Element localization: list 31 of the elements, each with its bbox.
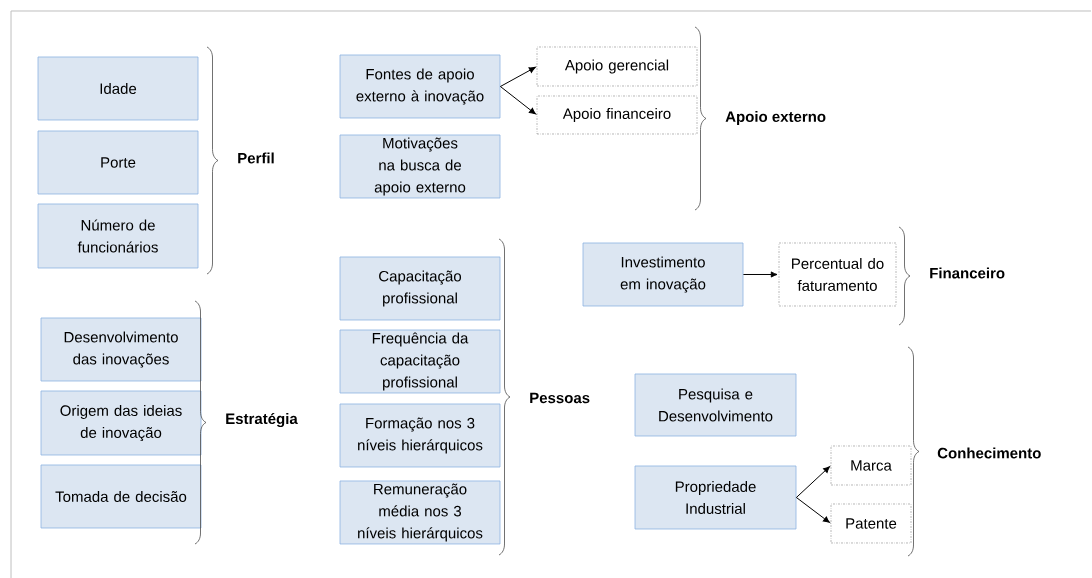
arrow [795,466,830,498]
dashed-box: Apoio financeiro [536,95,698,135]
arrow [499,66,536,87]
process-box: Motivações na busca de apoio externo [339,134,501,199]
process-box: Frequência da capacitação profissional [339,329,501,394]
dashed-box: Patente [830,503,912,544]
group-label: Perfil [238,152,274,164]
process-box: Idade [37,56,199,121]
dashed-box: Marca [830,445,912,486]
group-label: Apoio externo [725,111,826,125]
process-box: Desenvolvimento das inovações [40,317,202,382]
process-box: Tomada de decisão [40,464,202,529]
process-box: Formação nos 3 níveis hierárquicos [339,403,501,468]
process-box: Investimento em inovação [582,242,744,307]
group-label: Pessoas [530,392,590,404]
process-box: Capacitação profissional [339,256,501,321]
process-box: Propriedade Industrial [634,465,797,530]
process-box: Remuneração média nos 3 níveis hierárquicos [339,480,501,545]
process-box: Fontes de apoio externo à inovação [339,54,501,119]
process-box: Número de funcionários [37,203,199,269]
process-box: Pesquisa e Desenvolvimento [634,373,797,437]
arrow [795,497,830,523]
dashed-box: Percentual do faturamento [778,242,897,307]
arrow [742,271,778,278]
process-box: Origem das ideias de inovação [40,390,202,456]
group-label: Conhecimento [937,447,1041,459]
group-label: Estratégia [226,412,298,428]
arrow [499,86,536,115]
process-box: Porte [37,130,199,195]
group-label: Financeiro [930,267,1005,279]
dashed-box: Apoio gerencial [536,46,698,87]
